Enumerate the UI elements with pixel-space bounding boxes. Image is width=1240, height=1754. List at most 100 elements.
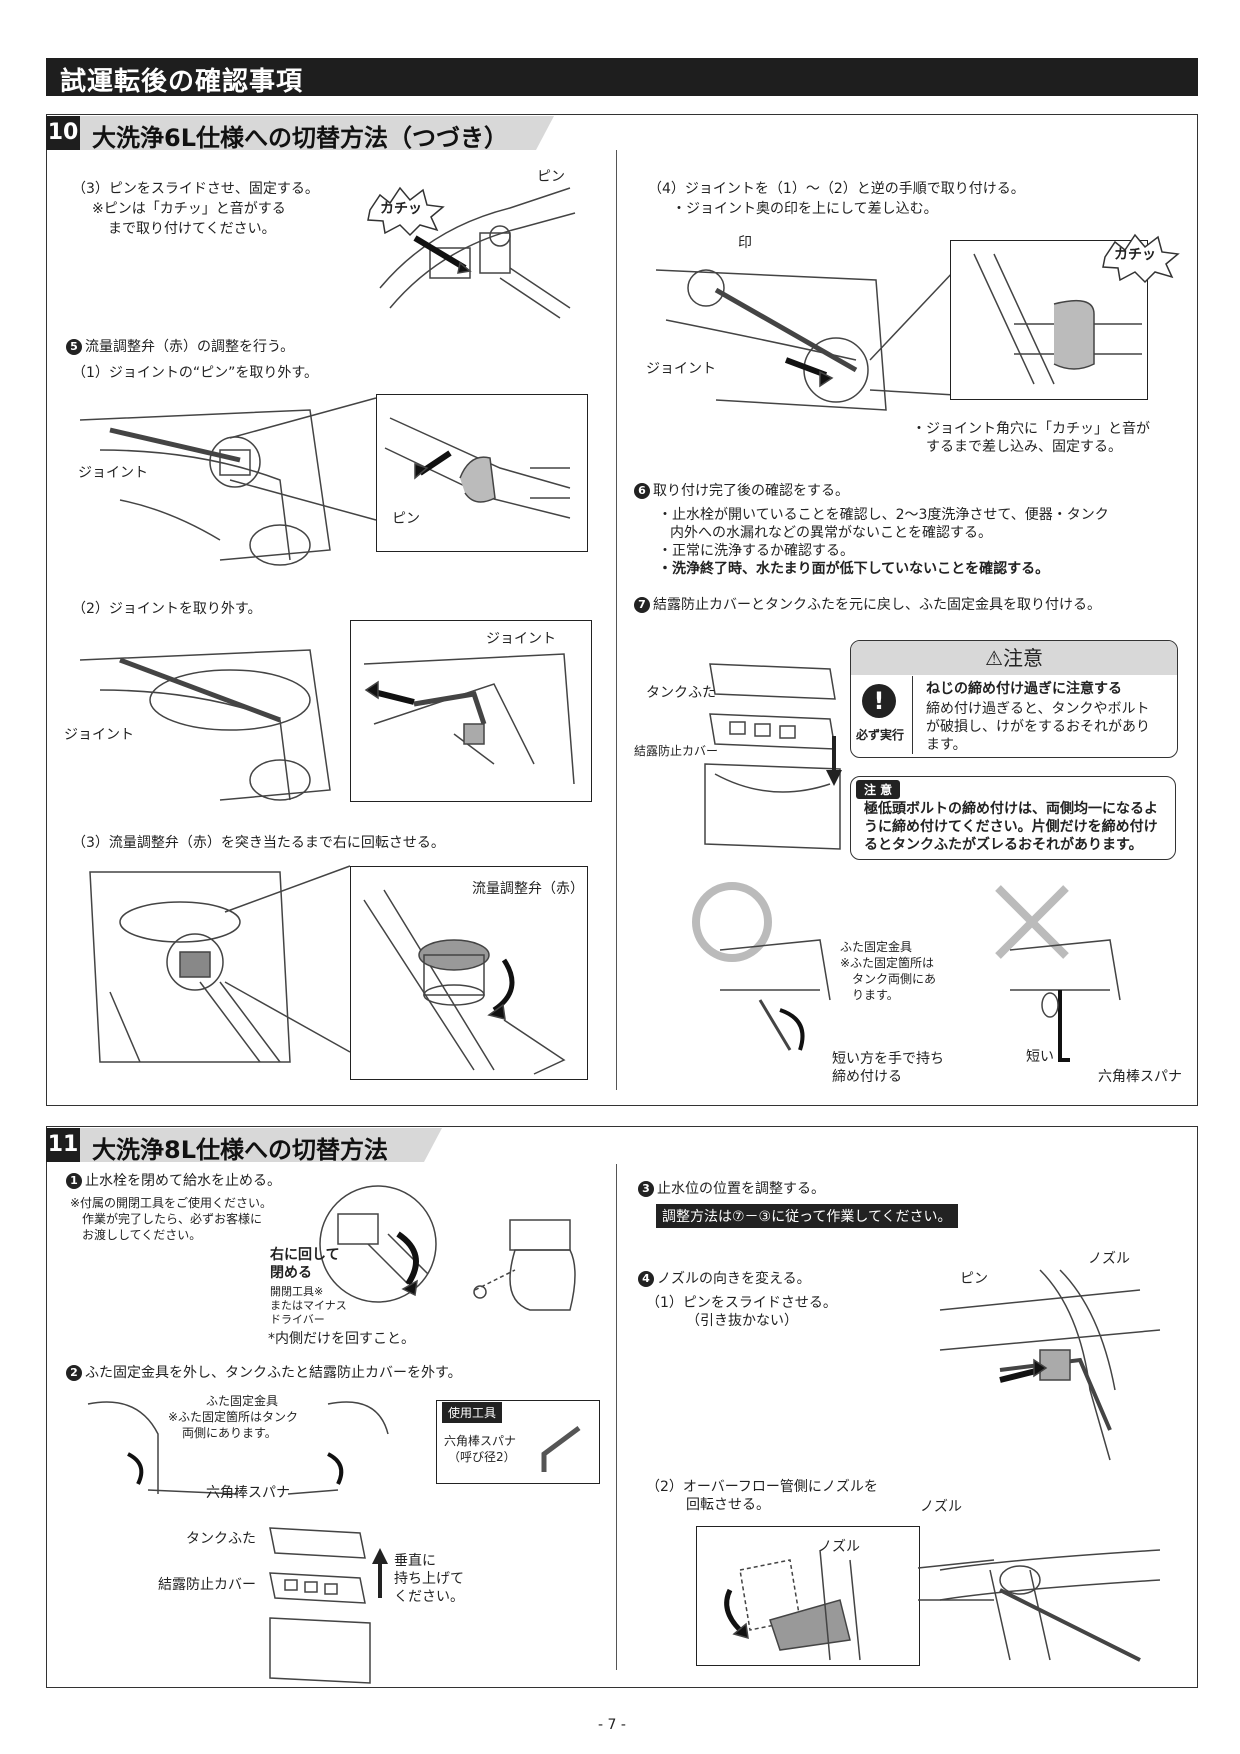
mandatory-label: 必ず実行: [856, 728, 905, 742]
step3-note1: ※ピンは「カチッ」と音がする: [92, 201, 286, 217]
s11-lid-label: タンクふた: [186, 1531, 256, 1547]
s11-step1-number: 1: [66, 1173, 82, 1189]
click-label: カチッ: [380, 201, 422, 217]
note-tag: 注 意: [856, 780, 901, 799]
correct-circle-icon: [692, 882, 772, 962]
section-10-number: 10: [46, 116, 80, 150]
pin-label: ピン: [537, 169, 565, 185]
nozzle-rotate-illustration: [939, 1549, 1161, 1662]
section-11-divider: [616, 1164, 617, 1670]
lift-label-3: ください。: [394, 1589, 464, 1605]
s11-sub1b-text: （引き抜かない）: [686, 1313, 798, 1329]
step4-sub: ・ジョイント奥の印を上にして差し込む。: [672, 201, 938, 217]
s11-tank-lid-removal: [269, 1527, 371, 1684]
joint-removal-detail-box: [350, 620, 592, 802]
bracket-note-3: ります。: [852, 988, 899, 1002]
valve-label: 流量調整弁（赤）: [472, 881, 584, 897]
click-burst-icon-2: [1102, 233, 1180, 284]
s11-step3-text: 止水位の位置を調整する。: [657, 1181, 825, 1197]
note-body-2: うに締め付けてください。片側だけを締め付け: [864, 819, 1158, 835]
step7-number: 7: [634, 597, 650, 613]
up-arrow-icon: [372, 1548, 388, 1598]
lift-label-2: 持ち上げて: [394, 1571, 464, 1587]
section-11-number: 11: [46, 1128, 80, 1162]
tool-name-2: （呼び径2）: [448, 1450, 516, 1464]
page-number: - 7 -: [598, 1717, 626, 1733]
caution-divider: [912, 676, 913, 754]
joint-label-2: ジョイント: [64, 727, 134, 743]
s11-nozzle-label-3: ノズル: [920, 1499, 962, 1515]
s11-sub2b-text: 回転させる。: [686, 1497, 770, 1513]
s11-step1-text: 止水栓を閉めて給水を止める。: [85, 1173, 281, 1189]
callout-line-4: [917, 1559, 995, 1601]
tool-label-1: 開閉工具※: [270, 1285, 324, 1298]
sub-step2-text: （2）ジョイントを取り外す。: [72, 601, 262, 617]
check-bullet-1b: 内外への水漏れなどの異常がないことを確認する。: [670, 525, 992, 541]
tool-note-2: 作業が完了したら、必ずお客様に: [82, 1212, 263, 1226]
pin-label-2: ピン: [392, 511, 420, 527]
mark-label: 印: [738, 235, 752, 251]
toilet-icon: [473, 1219, 576, 1311]
page-header: 試運転後の確認事項: [46, 58, 1198, 97]
step5-text: 流量調整弁（赤）の調整を行う。: [85, 339, 295, 355]
note-body-1: 極低頭ボルトの締め付けは、両側均一になるよ: [864, 801, 1158, 817]
tool-label-2: またはマイナス: [270, 1299, 347, 1312]
inner-only-note: *内側だけを回すこと。: [268, 1331, 415, 1347]
page-title: 試運転後の確認事項: [60, 67, 304, 97]
s11-step3-number: 3: [638, 1181, 654, 1197]
turn-right-label-2: 閉める: [270, 1265, 312, 1281]
joint-label-3: ジョイント: [486, 631, 556, 647]
wrong-cross-icon: [995, 885, 1069, 959]
cover-label: 結露防止カバー: [634, 744, 719, 758]
bracket-removal-illustration: [87, 1401, 389, 1495]
s11-nozzle-label: ノズル: [1088, 1251, 1130, 1267]
s11-sub2-text: （2）オーバーフロー管側にノズルを: [646, 1479, 878, 1495]
joint-install-illustration: [655, 269, 887, 411]
step5-number: 5: [66, 339, 82, 355]
short-label: 短い: [1026, 1049, 1054, 1065]
nozzle-pin-illustration: [939, 1269, 1161, 1461]
install-note-2: するまで差し込み、固定する。: [926, 439, 1122, 455]
callout-line: [229, 397, 377, 521]
joint-label-1: ジョイント: [78, 465, 148, 481]
step7-text: 結露防止カバーとタンクふたを元に戻し、ふた固定金具を取り付ける。: [653, 597, 1101, 613]
install-note-1: ・ジョイント角穴に「カチッ」と音が: [912, 421, 1150, 437]
tool-note-1: ※付属の開閉工具をご使用ください。: [70, 1196, 273, 1210]
section-11-header: 11 大洗浄8L仕様への切替方法: [46, 1128, 442, 1164]
adjust-method-box: 調整方法は⑦－③に従って作業してください。: [656, 1204, 958, 1228]
step6-text: 取り付け完了後の確認をする。: [653, 483, 849, 499]
s11-sub1-text: （1）ピンをスライドさせる。: [646, 1295, 837, 1311]
step3-note2: まで取り付けてください。: [108, 221, 276, 237]
sub-step3-text: （3）流量調整弁（赤）を突き当たるまで右に回転させる。: [72, 835, 445, 851]
section-10-title: 大洗浄6L仕様への切替方法（つづき）: [92, 124, 508, 152]
valve-illustration: [89, 871, 291, 1063]
hex-wrench-label: 六角棒スパナ: [1098, 1069, 1182, 1085]
pin-removal-detail: [384, 417, 571, 519]
section-10-divider: [616, 150, 617, 1090]
callout-line-3: [869, 269, 956, 396]
hex-wrench-icon: [541, 1425, 581, 1472]
s11-bracket-note-2: 両側にあります。: [182, 1426, 277, 1440]
section-10-header: 10 大洗浄6L仕様への切替方法（つづき）: [46, 116, 554, 152]
step6-number: 6: [634, 483, 650, 499]
correct-tightening-illustration: [719, 939, 831, 1051]
s11-step2-number: 2: [66, 1365, 82, 1381]
s11-pin-label: ピン: [960, 1271, 988, 1287]
click-label-2: カチッ: [1114, 247, 1156, 263]
valve-detail: [363, 889, 566, 1075]
short-hold-label-2: 締め付ける: [832, 1069, 902, 1085]
check-bullet-1: ・止水栓が開いていることを確認し、2～3度洗浄させて、便器・タンク: [658, 507, 1109, 523]
caution-box: ⚠注意: [850, 640, 1178, 758]
check-bullet-2: ・正常に洗浄するか確認する。: [658, 543, 854, 559]
lid-label: タンクふた: [646, 685, 716, 701]
wrong-tightening-illustration: [1009, 939, 1121, 1062]
bracket-note-2: タンク両側にあ: [852, 972, 937, 986]
tool-label-3: ドライバー: [270, 1313, 325, 1326]
note-box: [850, 776, 1176, 860]
s11-step2-text: ふた固定金具を外し、タンクふたと結露防止カバーを外す。: [85, 1365, 462, 1381]
